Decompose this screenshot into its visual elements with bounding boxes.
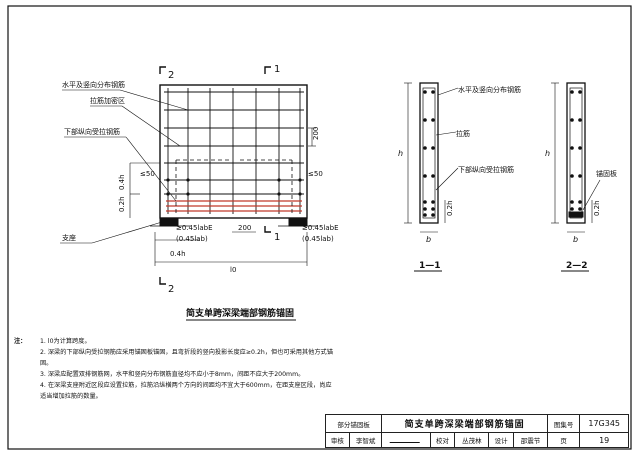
sheet-frame [7,5,632,450]
callout-bottom-bars: 下部纵向受拉钢筋 [64,127,120,136]
section-1-1 [404,82,459,233]
bottom-tension-bars [166,200,302,212]
dim-lab-left-paren: (0.45lab) [176,235,208,243]
tb-design-label: 设计 [488,432,515,448]
s22-label: 2—2 [566,261,588,271]
dim-0.4h-bottom: 0.4h [170,250,186,258]
tb-checker: 丛茂林 [454,432,490,448]
tb-review-label: 审核 [325,432,350,448]
notes-lead: 注： [14,338,27,345]
tie-zone-outline [175,159,293,214]
dim-0.4h: 0.4h [118,174,126,190]
dim-lab-left: ≥0.45labE [176,224,213,232]
dim-0.2h: 0.2h [118,196,126,212]
s11-callout-dist: 水平及竖向分布钢筋 [458,85,521,94]
section-2-2 [551,82,601,233]
s22-callout-anchor: 锚固板 [596,169,617,178]
s11-label: 1—1 [419,261,441,271]
s11-dim-h: h [398,149,403,158]
dim-lab-right: ≥0.45labE [302,224,339,232]
dim-le50-left: ≤50 [140,170,155,178]
s11-callout-bottom: 下部纵向受拉钢筋 [458,165,514,174]
s22-dim-b: b [573,235,578,244]
beam-elevation [150,84,318,227]
horizontal-dist-bars [164,91,304,195]
tie-bars [166,178,302,196]
tb-check-label: 校对 [429,432,456,448]
note-item: 3. 深梁应配置双排钢筋网，水平和竖向分布钢筋直径均不应小于8mm，间距不应大于… [40,371,305,378]
note-item: 4. 在深梁支座附近区段应设置拉筋，拉筋沿纵横两个方向的间距均不宜大于600mm… [40,382,332,400]
dim-lab-right-paren: (0.45lab) [302,235,334,243]
tb-atlas-no: 17G345 [579,414,629,433]
s11-dim-0.2h: 0.2h [446,200,454,216]
tb-reviewer: 李智斌 [348,432,383,448]
tb-title: 简支单跨深梁端部钢筋锚固 [381,414,548,433]
notes: 注： 1. l0为计算跨度。 2. 深梁的下部纵向受拉钢筋应采用锚固板锚固，且弯… [14,336,334,402]
tb-atlas-label: 图集号 [546,414,581,433]
callout-leaders [60,89,189,244]
title-block: 部分锚固板 简支单跨深梁端部钢筋锚固 图集号 17G345 审核 李智斌 校对 … [324,414,629,448]
tb-page-label: 页 [546,432,581,448]
tb-review-signature [381,432,431,448]
section-mark-right: 1 [274,64,280,75]
section-mark-left-bottom: 2 [168,284,174,295]
s11-callout-tie: 拉筋 [456,129,470,138]
section-mark-left: 2 [168,70,174,81]
s11-dim-b: b [426,235,431,244]
dim-l0: l0 [230,266,236,274]
notes-list: 1. l0为计算跨度。 2. 深梁的下部纵向受拉钢筋应采用锚固板锚固，且弯折段的… [14,336,334,402]
beam-outline [159,84,308,219]
tb-designer: 邵震节 [513,432,548,448]
dim-200-right: 200 [312,127,320,140]
callout-tie-zone: 拉筋加密区 [90,96,125,105]
dim-le50-right: ≤50 [308,170,323,178]
section-markers [159,66,271,285]
main-title: 简支单跨深梁端部钢筋锚固 [186,307,294,319]
dim-200-bottom: 200 [238,224,251,232]
s22-dim-h: h [545,149,550,158]
section-mark-right-bottom: 1 [274,232,280,243]
s22-dim-0.2h: 0.2h [593,200,601,216]
note-item: 1. l0为计算跨度。 [40,338,91,345]
callout-support: 支座 [62,233,76,242]
note-item: 2. 深梁的下部纵向受拉钢筋应采用锚固板锚固，且弯折段的竖向投影长度应≥0.2h… [40,349,333,367]
tb-page-no: 19 [579,432,629,448]
dimension-lines [129,127,316,266]
callout-dist-bars: 水平及竖向分布钢筋 [62,80,125,89]
tb-category: 部分锚固板 [324,414,383,433]
